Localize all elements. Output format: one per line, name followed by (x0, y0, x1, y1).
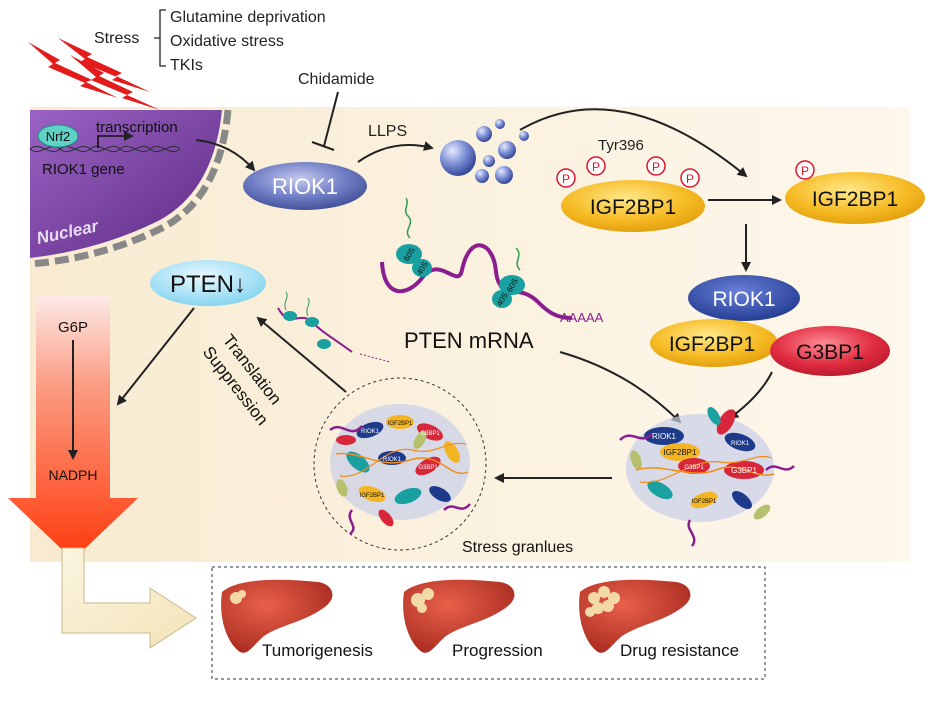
liver-icon (221, 579, 333, 653)
complex-riok1 (688, 275, 800, 321)
arrow-llps-to-phosphorylation (519, 108, 748, 178)
complex-riok1-label: RIOK1 (712, 288, 775, 311)
nrf2-label: Nrf2 (46, 129, 71, 144)
arrow-transcription-to-riok1 (195, 139, 256, 172)
arrow-llps (357, 141, 434, 163)
transcription-label: transcription (96, 119, 178, 136)
svg-text:G3BP1: G3BP1 (420, 431, 440, 437)
igf2bp1-right-label: IGF2BP1 (812, 188, 898, 211)
riok1-protein (243, 162, 367, 210)
svg-text:RIOK1: RIOK1 (731, 441, 750, 447)
svg-text:G3BP1: G3BP1 (731, 466, 757, 475)
igf2bp1-protein (561, 180, 705, 232)
nucleus (30, 110, 222, 258)
svg-text:P: P (592, 160, 600, 174)
svg-text:RIOK1: RIOK1 (361, 429, 380, 435)
liver-icon (403, 579, 515, 653)
dna-helix (29, 145, 181, 153)
svg-text:RIOK1: RIOK1 (652, 432, 677, 441)
riok1-gene-label: RIOK1 gene (42, 161, 125, 178)
complex-g3bp1 (770, 326, 890, 376)
pten-mrna-label: PTEN mRNA (404, 328, 534, 353)
tyr396-label: Tyr396 (598, 137, 644, 154)
pten-protein (150, 260, 266, 306)
g6p-label: G6P (58, 319, 88, 336)
stress-item-tkis: TKIs (170, 57, 203, 74)
outcome-drug-resistance: Drug resistance (620, 641, 739, 660)
stress-lightning-icon (28, 38, 160, 110)
translating-mrna (277, 291, 391, 363)
liver-icon (579, 579, 691, 653)
stress-granule-outline (313, 377, 487, 551)
arrow-translation-suppression (256, 316, 347, 393)
outcome-progression: Progression (452, 641, 543, 660)
ribosome-40s (412, 259, 432, 277)
stress-item-glutamine: Glutamine deprivation (170, 9, 326, 26)
nuclear-envelope (29, 109, 232, 268)
riok1-label: RIOK1 (272, 174, 338, 199)
stress-label: Stress (94, 30, 139, 47)
svg-text:P: P (686, 172, 694, 186)
stress-granule-right: RIOK1 IGF2BP1 G3BP1 RIOK1 G3BP1 IGF2BP1 (619, 406, 795, 547)
pten-mrna: 60S 40S 60S 40S AAAAA (380, 197, 604, 325)
llps-condensate (440, 119, 529, 184)
stress-granules-label: Stress granlues (462, 539, 573, 556)
nadph-label: NADPH (48, 467, 97, 483)
llps-label: LLPS (368, 123, 407, 140)
svg-text:IGF2BP1: IGF2BP1 (388, 421, 413, 427)
stress-bracket (154, 9, 166, 67)
drug-label: Chidamide (298, 71, 375, 88)
complex-igf2bp1 (650, 319, 778, 367)
ribosome-60s (499, 275, 525, 295)
svg-text:P: P (801, 164, 809, 178)
poly-a-tail: AAAAA (560, 310, 604, 325)
complex-g3bp1-label: G3BP1 (796, 341, 864, 364)
igf2bp1-right-protein (785, 172, 925, 224)
outcome-arrow (61, 547, 197, 649)
igf2bp1-label: IGF2BP1 (590, 196, 676, 219)
stress-item-oxidative: Oxidative stress (170, 33, 284, 50)
phospho-icon: P (586, 156, 606, 176)
inhibition-line (311, 91, 339, 151)
svg-text:IGF2BP1: IGF2BP1 (664, 448, 697, 457)
nrf2-protein (37, 124, 79, 148)
svg-text:G3BP1: G3BP1 (418, 465, 438, 471)
arrow-pten-to-metabolism (116, 307, 195, 406)
outcome-tumorigenesis: Tumorigenesis (262, 641, 373, 660)
ribosome-40s (492, 290, 512, 308)
phospho-icon: P (795, 160, 815, 180)
complex-igf2bp1-label: IGF2BP1 (669, 333, 755, 356)
arrow-mrna-to-granule (559, 351, 682, 424)
phospho-icon: P (556, 168, 576, 188)
stress-granule-left: RIOK1 IGF2BP1 G3BP1 RIOK1 IGF2BP1 G3BP1 (329, 404, 471, 535)
phospho-icon: P (646, 156, 666, 176)
svg-text:G3BP1: G3BP1 (684, 465, 704, 471)
svg-text:IGF2BP1: IGF2BP1 (360, 493, 385, 499)
ribosome-60s (396, 244, 422, 264)
svg-text:IGF2BP1: IGF2BP1 (692, 499, 717, 505)
phospho-icon: P (680, 168, 700, 188)
pten-label: PTEN↓ (170, 271, 246, 298)
svg-text:P: P (652, 160, 660, 174)
svg-text:RIOK1: RIOK1 (383, 457, 402, 463)
svg-text:P: P (562, 172, 570, 186)
phospho-sites: P P P P (556, 156, 700, 188)
transcription-start-arrow (97, 131, 134, 148)
